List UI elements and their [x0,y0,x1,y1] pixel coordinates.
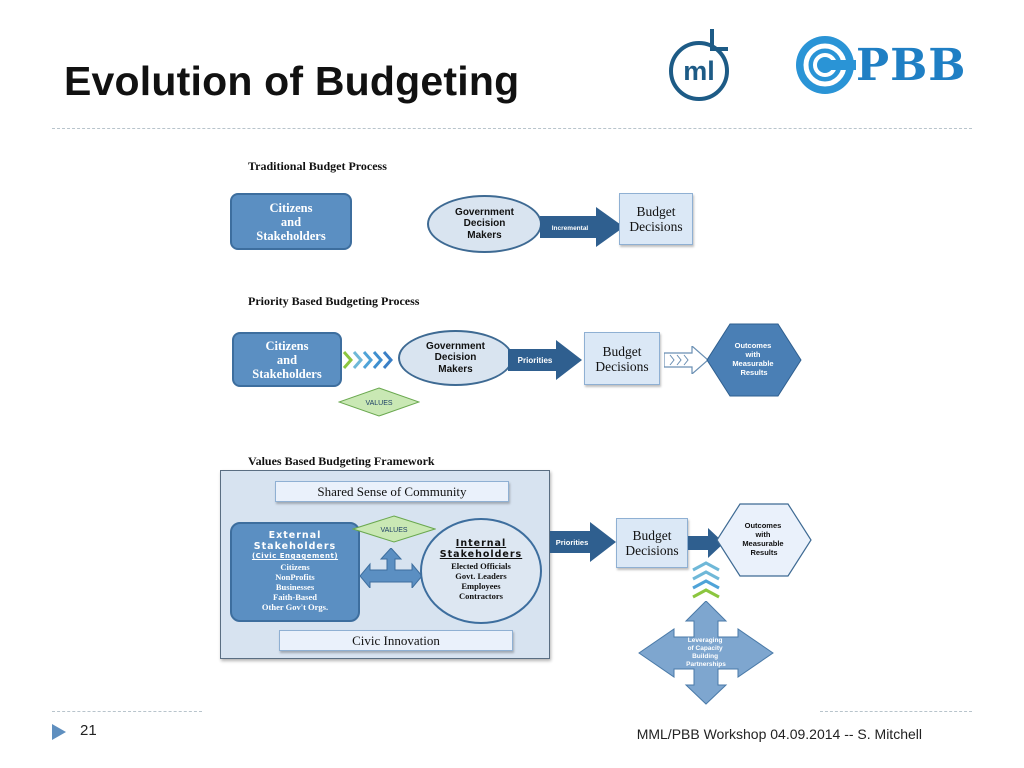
traditional-decision-makers: Government Decision Makers [427,195,542,253]
external-stakeholders-subtitle: (Civic Engagement) [251,552,339,560]
external-stakeholders-box: External Stakeholders (Civic Engagement)… [230,522,360,622]
framework-values-diamond: VALUES [352,515,436,543]
internal-item: Employees [461,581,501,591]
internal-item: Govt. Leaders [455,571,507,581]
framework-priorities-arrow: Priorities [550,522,616,562]
shared-sense-of-community: Shared Sense of Community [275,481,509,502]
priority-chevrons [342,351,393,369]
leveraging-line2: of Capacity [688,645,723,652]
leveraging-line4: Partnerships [686,661,726,668]
priority-outcomes-line1: Outcomes [735,341,772,350]
priority-outcomes-hexagon: Outcomes with Measurable Results [706,323,802,397]
priority-outcomes-line3: Measurable [732,359,773,368]
civic-innovation: Civic Innovation [279,630,513,651]
pbb-logo-mark [796,36,856,94]
framework-outcome-arrow [688,528,724,558]
priority-budget-decisions: Budget Decisions [584,332,660,385]
slide-title: Evolution of Budgeting [64,58,520,104]
header-divider [52,128,972,129]
framework-outcomes-line1: Outcomes [745,521,782,530]
svg-text:Leveraging of Capacity: Leveraging of Capacity Building Partners… [686,637,726,668]
leveraging-four-way-arrow: Leveraging of Capacity Building Partners… [638,601,774,705]
mml-logo: ml [669,29,729,101]
priority-values-diamond: VALUES [338,387,420,417]
footer-text: MML/PBB Workshop 04.09.2014 -- S. Mitche… [636,726,922,742]
external-item: Faith-Based [273,592,317,602]
traditional-budget-decisions: Budget Decisions [619,193,693,245]
priority-heading: Priority Based Budgeting Process [248,294,420,308]
priority-outcomes-line4: Results [740,368,767,377]
priority-priorities-arrow: Priorities [508,340,582,380]
internal-item: Contractors [459,591,503,601]
footer-triangle-icon [52,724,66,740]
framework-budget-decisions: Budget Decisions [616,518,688,568]
three-way-connector-arrow [360,548,422,588]
footer-divider-left [52,711,202,712]
internal-stakeholders-circle: Internal Stakeholders Elected Officials … [420,518,542,624]
priority-citizens-box: Citizens and Stakeholders [232,332,342,387]
framework-outcomes-line3: Measurable [742,539,783,548]
external-item: Citizens [280,562,310,572]
internal-stakeholders-title: Internal Stakeholders [439,538,523,560]
priority-outcomes-line2: with [744,350,760,359]
priority-decision-makers: Government Decision Makers [398,330,513,386]
leveraging-line1: Leveraging [688,637,723,644]
pbb-logo-text: PBB [856,40,967,91]
values-framework-heading: Values Based Budgeting Framework [248,454,435,468]
internal-item: Elected Officials [451,561,511,571]
external-item: Businesses [275,582,315,592]
priority-priorities-label: Priorities [518,356,553,365]
leveraging-line3: Building [692,653,718,660]
traditional-citizens-box: Citizens and Stakeholders [230,193,352,250]
incremental-label: Incremental [552,225,589,232]
framework-outcomes-hexagon: Outcomes with Measurable Results [716,503,812,577]
traditional-heading: Traditional Budget Process [248,159,387,173]
framework-outcomes-line2: with [754,530,770,539]
priority-values-label: VALUES [365,400,392,407]
mml-logo-text: ml [683,56,715,86]
svg-text:Outcomes with Measurab: Outcomes with Measurable Results [732,341,775,377]
upward-chevrons [692,561,720,599]
external-stakeholders-title: External Stakeholders [253,530,337,552]
footer-divider-right [820,711,972,712]
framework-priorities-label: Priorities [556,538,589,547]
external-item: NonProfits [275,572,315,582]
external-item: Other Gov't Orgs. [261,602,329,612]
page-number: 21 [80,722,97,739]
svg-text:Outcomes with Measurab: Outcomes with Measurable Results [742,521,785,557]
priority-outcome-arrow [664,346,708,374]
framework-values-label: VALUES [380,527,407,534]
traditional-incremental-arrow: Incremental [540,207,624,247]
framework-outcomes-line4: Results [750,548,777,557]
